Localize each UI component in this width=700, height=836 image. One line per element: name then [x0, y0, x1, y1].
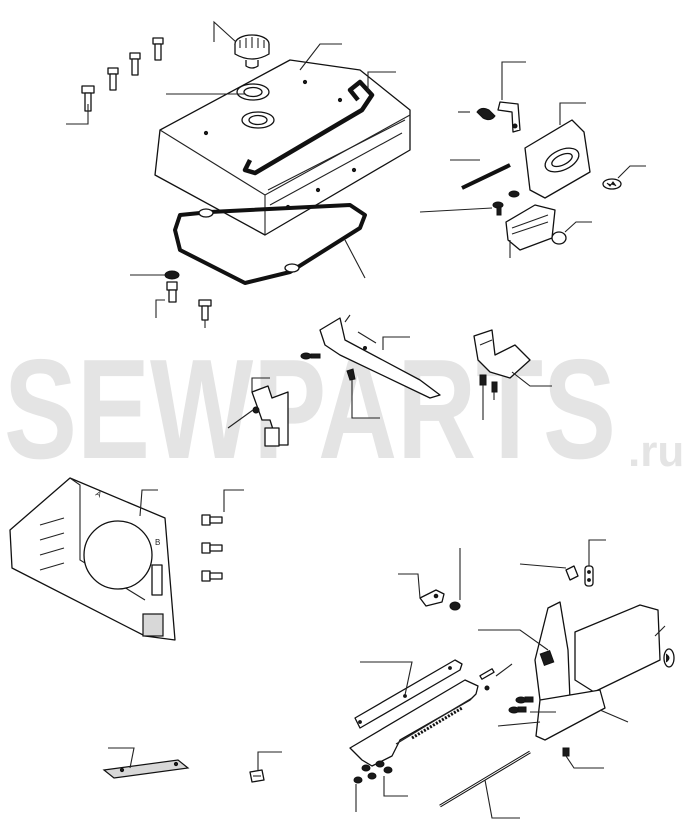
part-thumb-screw [398, 548, 461, 611]
part-face-plate [524, 102, 591, 199]
part-thread-guide-wire [242, 71, 396, 176]
watermark-suffix: .ru [628, 427, 684, 476]
part-tension-plate [505, 204, 592, 258]
part-feed-bar [349, 663, 513, 767]
part-screw-set [66, 37, 164, 125]
svg-text:A: A [94, 489, 104, 500]
part-cover-screws [201, 489, 244, 582]
part-guide-pin [519, 539, 606, 587]
part-side-cover: A B [9, 477, 176, 641]
part-stud-screw [130, 270, 212, 328]
part-top-cover [154, 43, 411, 236]
part-small-screws [353, 696, 604, 812]
svg-text:B: B [155, 538, 160, 547]
part-rod [439, 721, 541, 819]
part-washer [602, 165, 646, 190]
part-spring-pin [419, 159, 520, 216]
part-clip [249, 751, 282, 783]
part-small-plate [102, 747, 190, 779]
part-cover-gasket [173, 203, 367, 285]
part-rail [354, 659, 463, 729]
part-knob [213, 20, 270, 69]
part-side-plate-assembly [478, 601, 675, 741]
part-slide-plate [300, 314, 441, 419]
part-cam-bracket [473, 329, 552, 420]
part-support-bracket [227, 377, 289, 447]
part-lever-bracket [458, 61, 526, 133]
